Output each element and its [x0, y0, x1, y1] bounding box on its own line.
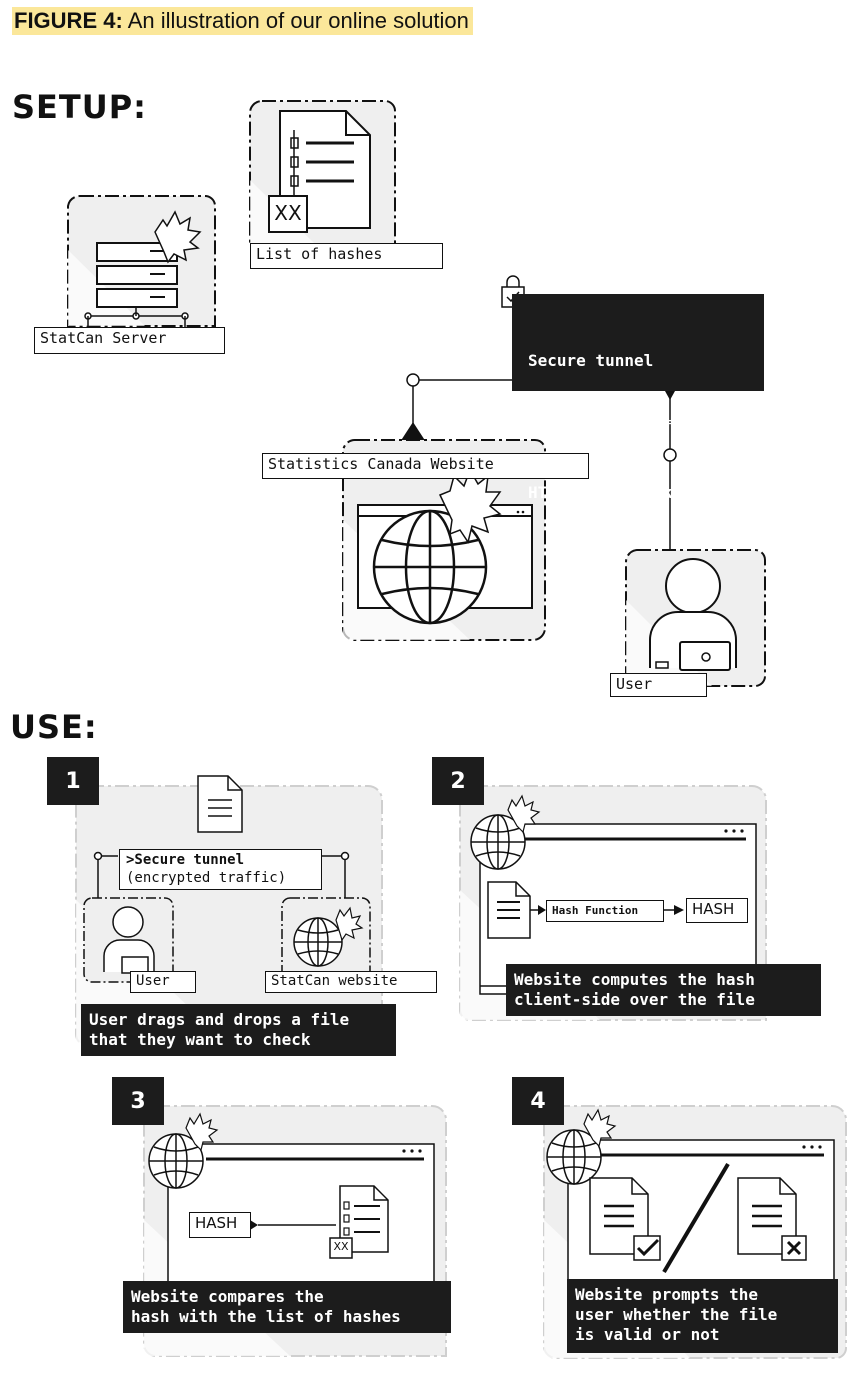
step3-doc-mark: XX: [333, 1240, 349, 1253]
step4-caption: Website prompts the user whether the fil…: [567, 1279, 838, 1353]
step4-number: 4: [512, 1077, 564, 1125]
figure-title: FIGURE 4: An illustration of our online …: [12, 7, 473, 35]
step2-hash-label: HASH: [686, 898, 748, 923]
step1-site-label: StatCan website: [265, 971, 437, 993]
website-label: Statistics Canada Website: [262, 453, 589, 479]
user-avatar-icon: [649, 558, 737, 671]
tunnel-connectors: [400, 373, 677, 550]
step1-number: 1: [47, 757, 99, 805]
figure-label: FIGURE 4:: [14, 8, 123, 33]
secure-tunnel-box: Secure tunnel (encrypted traffic) HTTPS …: [512, 294, 764, 502]
setup-diagram: [67, 100, 766, 687]
step1-caption: User drags and drops a file that they wa…: [81, 1004, 396, 1056]
tunnel-line-key: HTTPS private key: [528, 483, 692, 502]
step1-user-label: User: [130, 971, 196, 993]
server-label: StatCan Server: [34, 327, 225, 354]
globe-icon: [372, 509, 488, 625]
maple-leaf-icon: [154, 210, 202, 264]
step1-tunnel-line2: (encrypted traffic): [126, 870, 287, 886]
figure-caption: An illustration of our online solution: [127, 8, 469, 33]
hash-list-document-icon: [268, 110, 371, 233]
tunnel-line-title: Secure tunnel: [528, 351, 654, 370]
step2-caption: Website computes the hash client-side ov…: [506, 964, 821, 1016]
use-heading: USE:: [10, 708, 98, 746]
maple-leaf-icon: [438, 468, 502, 544]
step1-tunnel-line1: >Secure tunnel: [126, 852, 245, 868]
step2-hash-function-label: Hash Function: [546, 900, 664, 922]
user-label: User: [610, 673, 707, 697]
hash-doc-mark: XX: [274, 201, 302, 225]
step3-number: 3: [112, 1077, 164, 1125]
step1-tunnel-label: >Secure tunnel (encrypted traffic): [119, 849, 322, 890]
tunnel-line-encrypted: (encrypted traffic): [528, 417, 712, 436]
step3-caption: Website compares the hash with the list …: [123, 1281, 451, 1333]
step2-number: 2: [432, 757, 484, 805]
hashes-label: List of hashes: [250, 243, 443, 269]
step3-hash-label: HASH: [189, 1212, 251, 1238]
setup-heading: SETUP:: [12, 88, 147, 126]
server-icon: [84, 242, 189, 328]
